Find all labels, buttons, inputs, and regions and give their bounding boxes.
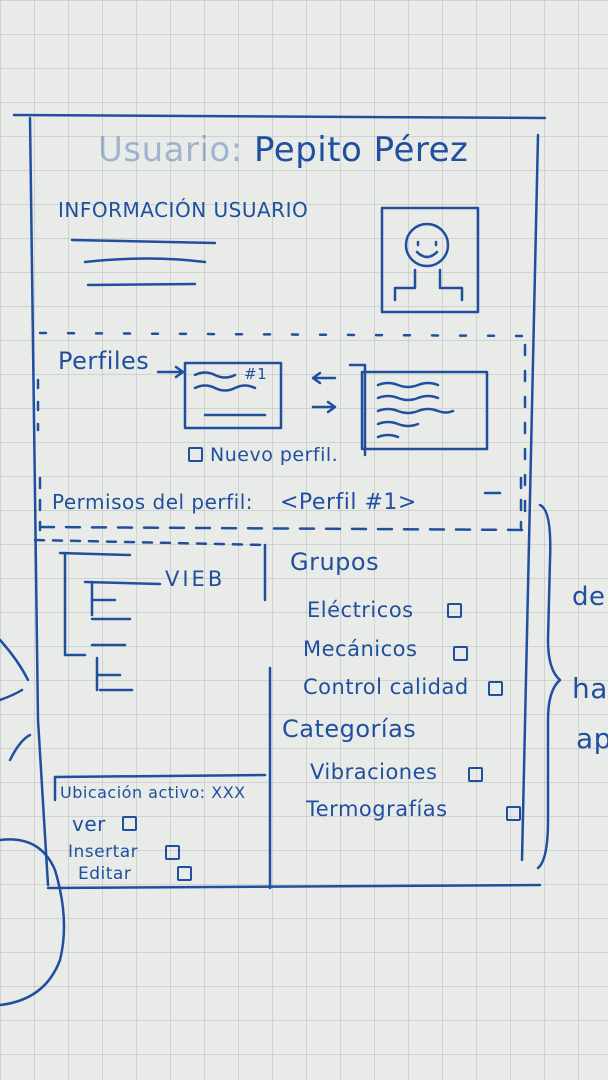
category-checkbox-vibraciones[interactable] <box>468 767 483 782</box>
group-checkbox-control-calidad[interactable] <box>488 681 503 696</box>
dashed-separator-profiles <box>38 331 527 338</box>
action-ver-checkbox[interactable] <box>122 816 137 831</box>
action-ver-label: ver <box>72 812 106 836</box>
profiles-label: Perfiles <box>58 347 150 375</box>
tree-top-dashed <box>33 538 267 547</box>
info-line-2 <box>83 257 207 264</box>
group-checkbox-mecanicos[interactable] <box>453 646 468 661</box>
selected-profile-select[interactable]: <Perfil #1> <box>280 490 417 515</box>
info-line-3 <box>86 282 197 287</box>
group-item-electricos: Eléctricos <box>307 598 414 622</box>
tree-nodes <box>58 551 162 692</box>
margin-note-de: de <box>572 582 606 612</box>
profile-card-tag[interactable]: #1 <box>244 365 268 383</box>
tree-item-highlighted[interactable]: VIEB <box>165 567 226 591</box>
action-insertar-label: Insertar <box>68 842 139 862</box>
groups-heading: Grupos <box>290 548 380 576</box>
info-line-1 <box>70 238 217 245</box>
new-profile-checkbox[interactable] <box>188 447 203 462</box>
group-item-control-calidad: Control calidad <box>303 675 469 699</box>
category-item-vibraciones: Vibraciones <box>310 760 438 784</box>
right-brace <box>536 503 562 870</box>
group-item-mecanicos: Mecánicos <box>303 637 418 661</box>
frame-right-line <box>520 133 540 862</box>
user-prefix: Usuario: <box>98 130 243 170</box>
margin-note-ap: ap <box>576 722 608 755</box>
profile-card-2 <box>360 370 489 451</box>
location-panel-top <box>53 773 267 779</box>
user-title: Usuario: Pepito Pérez <box>98 130 468 170</box>
avatar-frame <box>380 206 480 314</box>
category-checkbox-termografias[interactable] <box>506 806 521 821</box>
frame-left-line <box>28 116 50 887</box>
category-item-termografias: Termografías <box>306 797 448 821</box>
location-label: Ubicación activo: XXX <box>60 783 246 802</box>
permissions-heading: Permisos del perfil: <box>52 490 254 514</box>
action-insertar-checkbox[interactable] <box>165 845 180 860</box>
categories-heading: Categorías <box>282 715 417 743</box>
profile-card-1 <box>183 361 283 430</box>
margin-note-ha: ha <box>572 672 608 705</box>
user-name: Pepito Pérez <box>253 130 469 170</box>
dashed-separator-permissions <box>38 525 530 532</box>
action-editar-checkbox[interactable] <box>177 866 192 881</box>
left-margin-curve <box>0 838 66 1007</box>
frame-bottom-line <box>46 883 542 890</box>
group-checkbox-electricos[interactable] <box>447 603 462 618</box>
user-info-heading: INFORMACIÓN USUARIO <box>58 198 309 222</box>
new-profile-button[interactable]: Nuevo perfil. <box>210 444 339 466</box>
frame-top-line <box>12 113 547 120</box>
action-editar-label: Editar <box>78 864 132 884</box>
